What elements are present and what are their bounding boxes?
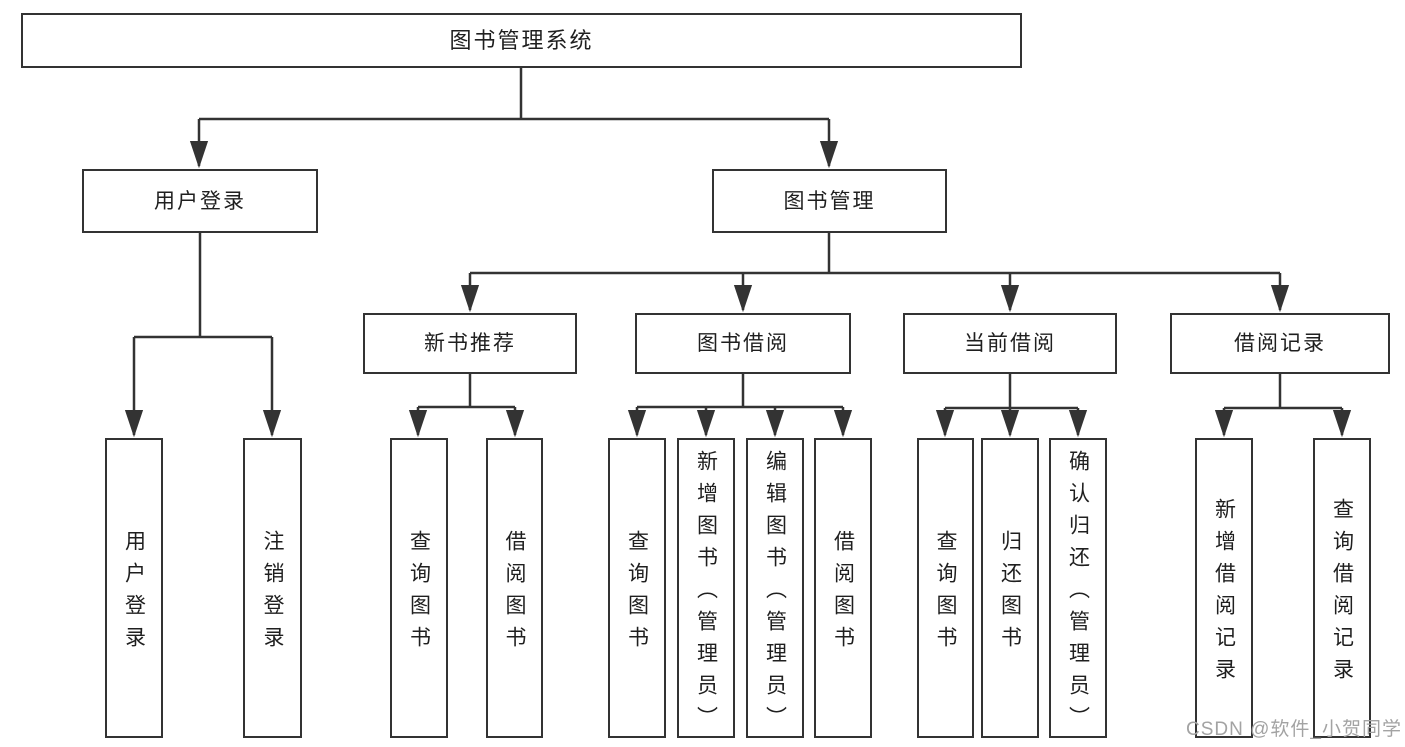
leaf-current-return-books-label: 归还图书 [998, 529, 1022, 658]
leaf-borrow-query-books-label: 查询图书 [625, 529, 649, 658]
leaf-user-login-label: 用户登录 [122, 529, 146, 658]
leaf-current-confirm-return-admin-label: 确认归还（管理员） [1066, 449, 1090, 738]
node-user-login-label: 用户登录 [154, 189, 246, 213]
leaf-recommend-query-books: 查询图书 [390, 438, 448, 738]
leaf-borrow-query-books: 查询图书 [608, 438, 666, 738]
leaf-borrow-borrow-books: 借阅图书 [814, 438, 872, 738]
leaf-logout: 注销登录 [243, 438, 302, 738]
leaf-records-add-record: 新增借阅记录 [1195, 438, 1253, 738]
connector-trunks [134, 68, 1342, 410]
leaf-borrow-borrow-books-label: 借阅图书 [831, 529, 855, 658]
node-book-management-label: 图书管理 [783, 189, 876, 213]
node-new-book-recommend: 新书推荐 [363, 313, 577, 374]
leaf-current-query-books-label: 查询图书 [934, 529, 957, 658]
leaf-records-add-record-label: 新增借阅记录 [1212, 497, 1236, 690]
node-current-borrow-label: 当前借阅 [964, 332, 1056, 355]
node-user-login: 用户登录 [82, 169, 318, 233]
leaf-borrow-add-books-admin: 新增图书（管理员） [677, 438, 735, 738]
leaf-borrow-edit-books-admin-label: 编辑图书（管理员） [763, 449, 787, 738]
leaf-records-query-record-label: 查询借阅记录 [1330, 497, 1354, 690]
node-current-borrow: 当前借阅 [903, 313, 1117, 374]
leaf-recommend-query-books-label: 查询图书 [407, 529, 431, 658]
leaf-current-query-books: 查询图书 [917, 438, 974, 738]
leaf-recommend-borrow-books: 借阅图书 [486, 438, 543, 738]
leaf-borrow-edit-books-admin: 编辑图书（管理员） [746, 438, 804, 738]
leaf-current-return-books: 归还图书 [981, 438, 1039, 738]
node-borrow-records: 借阅记录 [1170, 313, 1390, 374]
node-root-label: 图书管理系统 [449, 27, 594, 53]
csdn-watermark: CSDN @软件_小贺同学 [1186, 719, 1402, 740]
leaf-records-query-record: 查询借阅记录 [1313, 438, 1371, 738]
node-book-management: 图书管理 [712, 169, 947, 233]
node-borrow-records-label: 借阅记录 [1234, 332, 1326, 355]
node-book-borrow: 图书借阅 [635, 313, 851, 374]
leaf-user-login: 用户登录 [105, 438, 163, 738]
node-new-book-recommend-label: 新书推荐 [424, 332, 516, 355]
leaf-borrow-add-books-admin-label: 新增图书（管理员） [694, 449, 718, 738]
leaf-current-confirm-return-admin: 确认归还（管理员） [1049, 438, 1107, 738]
leaf-logout-label: 注销登录 [261, 529, 284, 658]
node-root: 图书管理系统 [21, 13, 1022, 68]
node-book-borrow-label: 图书借阅 [697, 332, 789, 355]
leaf-recommend-borrow-books-label: 借阅图书 [503, 529, 526, 658]
